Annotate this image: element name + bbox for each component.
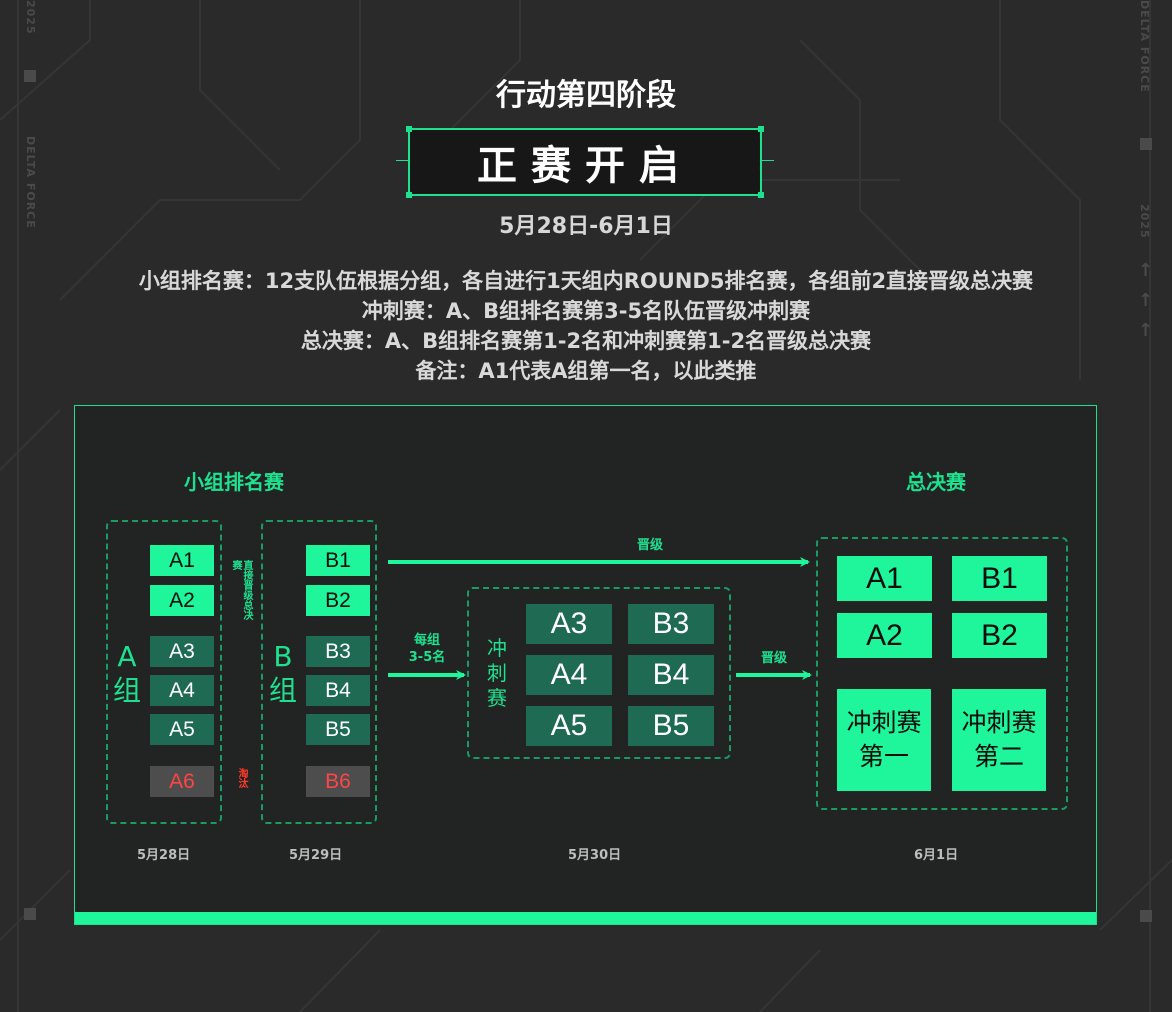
arrow-up-icon: ↑	[1138, 320, 1154, 341]
side-square	[1140, 138, 1152, 150]
sprint-team-b4: B4	[628, 655, 714, 695]
stage-label: 正赛开启	[477, 143, 693, 189]
date-range: 5月28日-6月1日	[499, 214, 673, 239]
rule-line: 总决赛：A、B组排名赛第1-2名和冲刺赛第1-2名晋级总决赛	[300, 329, 872, 353]
sprint-team-a5: A5	[526, 706, 612, 746]
phase-title: 行动第四阶段	[496, 78, 676, 113]
arrow-label-to-sprint: 每组 3-5名	[408, 633, 446, 665]
final-box	[816, 537, 1068, 810]
team-a1: A1	[150, 545, 214, 576]
day-label-sprint: 5月30日	[568, 848, 622, 863]
team-a5: A5	[150, 714, 214, 745]
sprint-team-b3: B3	[628, 604, 714, 644]
final-team-b1: B1	[952, 556, 1047, 601]
sprint-team-a4: A4	[526, 655, 612, 695]
eliminated-note: 淘汰	[236, 768, 247, 788]
arrow-up-icon: ↑	[1138, 260, 1154, 281]
group-a-label: A 组	[112, 640, 141, 707]
team-b1: B1	[306, 545, 370, 576]
team-a3: A3	[150, 636, 214, 667]
rule-line: 冲刺赛：A、B组排名赛第3-5名队伍晋级冲刺赛	[361, 299, 811, 323]
group-stage-title: 小组排名赛	[184, 470, 284, 494]
group-b-box	[261, 520, 377, 824]
day-label-group-b: 5月29日	[289, 848, 343, 863]
day-label-group-a: 5月28日	[137, 848, 191, 863]
final-team-a2: A2	[837, 613, 932, 658]
sprint-team-b5: B5	[628, 706, 714, 746]
team-b4: B4	[306, 675, 370, 706]
team-a6: A6	[150, 766, 214, 797]
team-b5: B5	[306, 714, 370, 745]
side-square	[24, 908, 36, 920]
rule-line: 备注：A1代表A组第一名，以此类推	[415, 359, 757, 383]
advance-note: 直接晋级总决赛	[230, 560, 252, 620]
side-year-right: 2025	[1138, 204, 1151, 239]
stage-banner: 正赛开启	[396, 126, 774, 198]
group-b-label: B 组	[268, 640, 297, 707]
arrow-label-promote-mid: 晋级	[760, 651, 787, 666]
arrow-label-promote-top: 晋级	[636, 538, 663, 553]
sprint-box	[467, 587, 731, 759]
final-team-a1: A1	[837, 556, 932, 601]
team-b2: B2	[306, 585, 370, 616]
side-year-left: 2025	[24, 0, 37, 35]
sprint-team-a3: A3	[526, 604, 612, 644]
day-label-final: 6月1日	[914, 848, 959, 863]
arrow-up-icon: ↑	[1138, 290, 1154, 311]
rule-line: 小组排名赛：12支队伍根据分组，各自进行1天组内ROUND5排名赛，各组前2直接…	[138, 269, 1034, 293]
final-title: 总决赛	[906, 470, 966, 494]
panel-bottom-bar	[75, 912, 1096, 924]
final-team-b2: B2	[952, 613, 1047, 658]
side-square	[1140, 910, 1152, 922]
sprint-title: 冲刺赛	[487, 636, 507, 710]
side-square	[24, 70, 36, 82]
group-a-box	[106, 520, 222, 824]
team-a4: A4	[150, 675, 214, 706]
side-brand-left: DELTA FORCE	[24, 136, 37, 229]
side-brand-right: DELTA FORCE	[1138, 0, 1151, 93]
final-sprint-second: 冲刺赛 第二	[952, 689, 1046, 791]
final-sprint-first: 冲刺赛 第一	[837, 689, 931, 791]
team-b3: B3	[306, 636, 370, 667]
team-a2: A2	[150, 585, 214, 616]
team-b6: B6	[306, 766, 370, 797]
rules-text: 小组排名赛：12支队伍根据分组，各自进行1天组内ROUND5排名赛，各组前2直接…	[0, 266, 1172, 386]
